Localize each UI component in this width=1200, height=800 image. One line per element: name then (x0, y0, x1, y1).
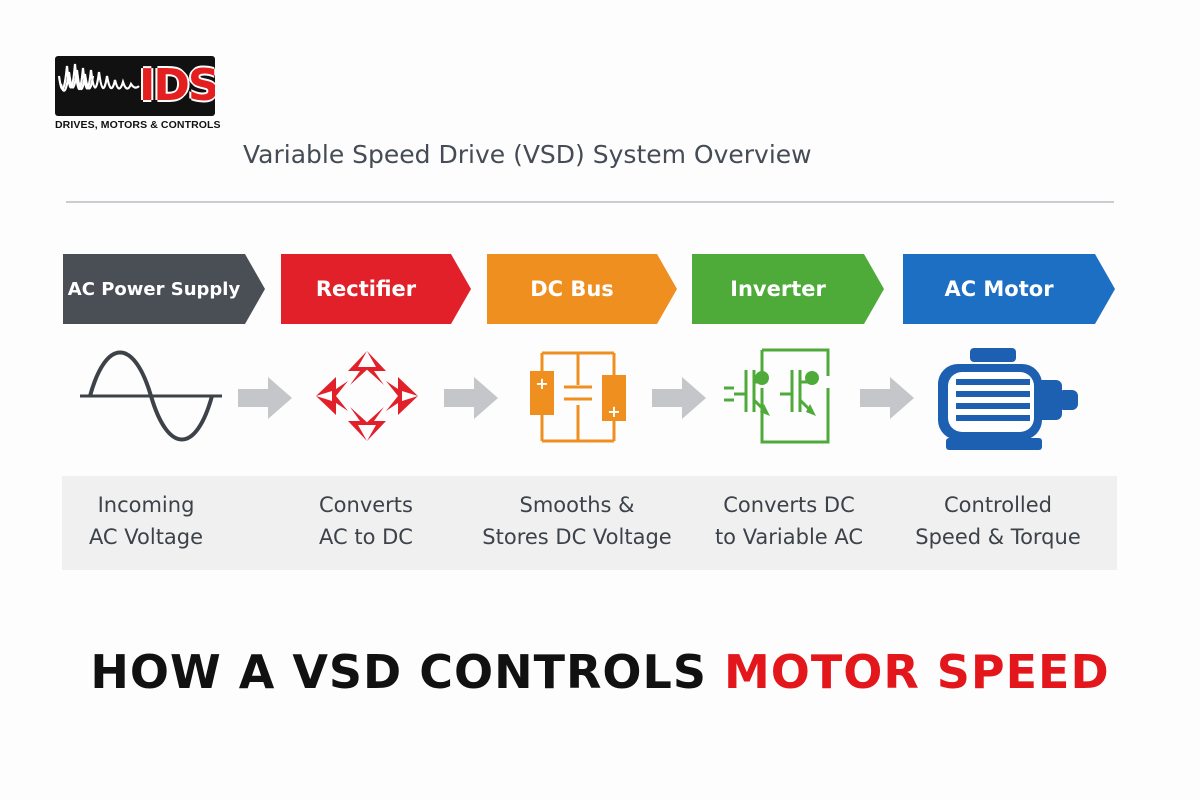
stage-label: Rectifier (315, 277, 417, 301)
svg-text:+: + (535, 374, 548, 393)
ids-logo: IDS DRIVES, MOTORS & CONTROLS (55, 56, 235, 132)
stage-description-ac-power-supply: Incoming AC Voltage (41, 489, 251, 553)
stage-description-dc-bus: Smooths & Stores DC Voltage (472, 489, 682, 553)
stage-inverter: Inverter (692, 254, 884, 324)
stage-label: AC Motor (944, 277, 1054, 301)
svg-text:+: + (607, 402, 620, 421)
stage-description-ac-motor: Controlled Speed & Torque (893, 489, 1103, 553)
diagram-title: Variable Speed Drive (VSD) System Overvi… (243, 140, 812, 169)
description-line: Converts (319, 493, 413, 517)
flow-arrow-icon (238, 377, 292, 419)
flow-arrow-icon (860, 377, 914, 419)
motor-icon (938, 348, 1078, 450)
stage-dc-bus: DC Bus (487, 254, 677, 324)
description-band (62, 476, 1117, 570)
description-line: Stores DC Voltage (482, 525, 672, 549)
stage-rectifier: Rectifier (281, 254, 471, 324)
flow-arrow-icon (444, 377, 498, 419)
title-divider (66, 201, 1114, 203)
diode-bridge-icon (316, 351, 418, 441)
description-line: Controlled (944, 493, 1052, 517)
headline-part1: HOW A VSD CONTROLS (90, 645, 724, 699)
waveform-logo-icon (57, 63, 140, 92)
description-line: AC to DC (319, 525, 413, 549)
headline: HOW A VSD CONTROLS MOTOR SPEED (0, 645, 1200, 699)
description-line: Incoming (97, 493, 195, 517)
description-line: to Variable AC (714, 525, 864, 549)
capacitor-icon: + + (530, 351, 626, 443)
logo-ids-text: IDS (139, 60, 215, 111)
transistor-switch-icon (724, 348, 830, 444)
stage-ac-motor: AC Motor (903, 254, 1115, 324)
stage-description-rectifier: Converts AC to DC (261, 489, 471, 553)
logo-badge: IDS (55, 56, 215, 116)
description-line: Smooths & (519, 493, 635, 517)
stage-ac-power-supply: AC Power Supply (63, 254, 265, 324)
stage-label: Inverter (730, 277, 826, 301)
stage-description-inverter: Converts DC to Variable AC (684, 489, 894, 553)
logo-tagline: DRIVES, MOTORS & CONTROLS (55, 119, 221, 131)
sine-wave-icon (80, 350, 222, 442)
stage-label: AC Power Supply (67, 278, 241, 300)
description-line: Speed & Torque (915, 525, 1081, 549)
headline-part2: MOTOR SPEED (723, 645, 1110, 699)
description-line: Converts DC (723, 493, 855, 517)
flow-arrow-icon (652, 377, 706, 419)
description-line: AC Voltage (88, 525, 204, 549)
stage-label: DC Bus (530, 277, 614, 301)
